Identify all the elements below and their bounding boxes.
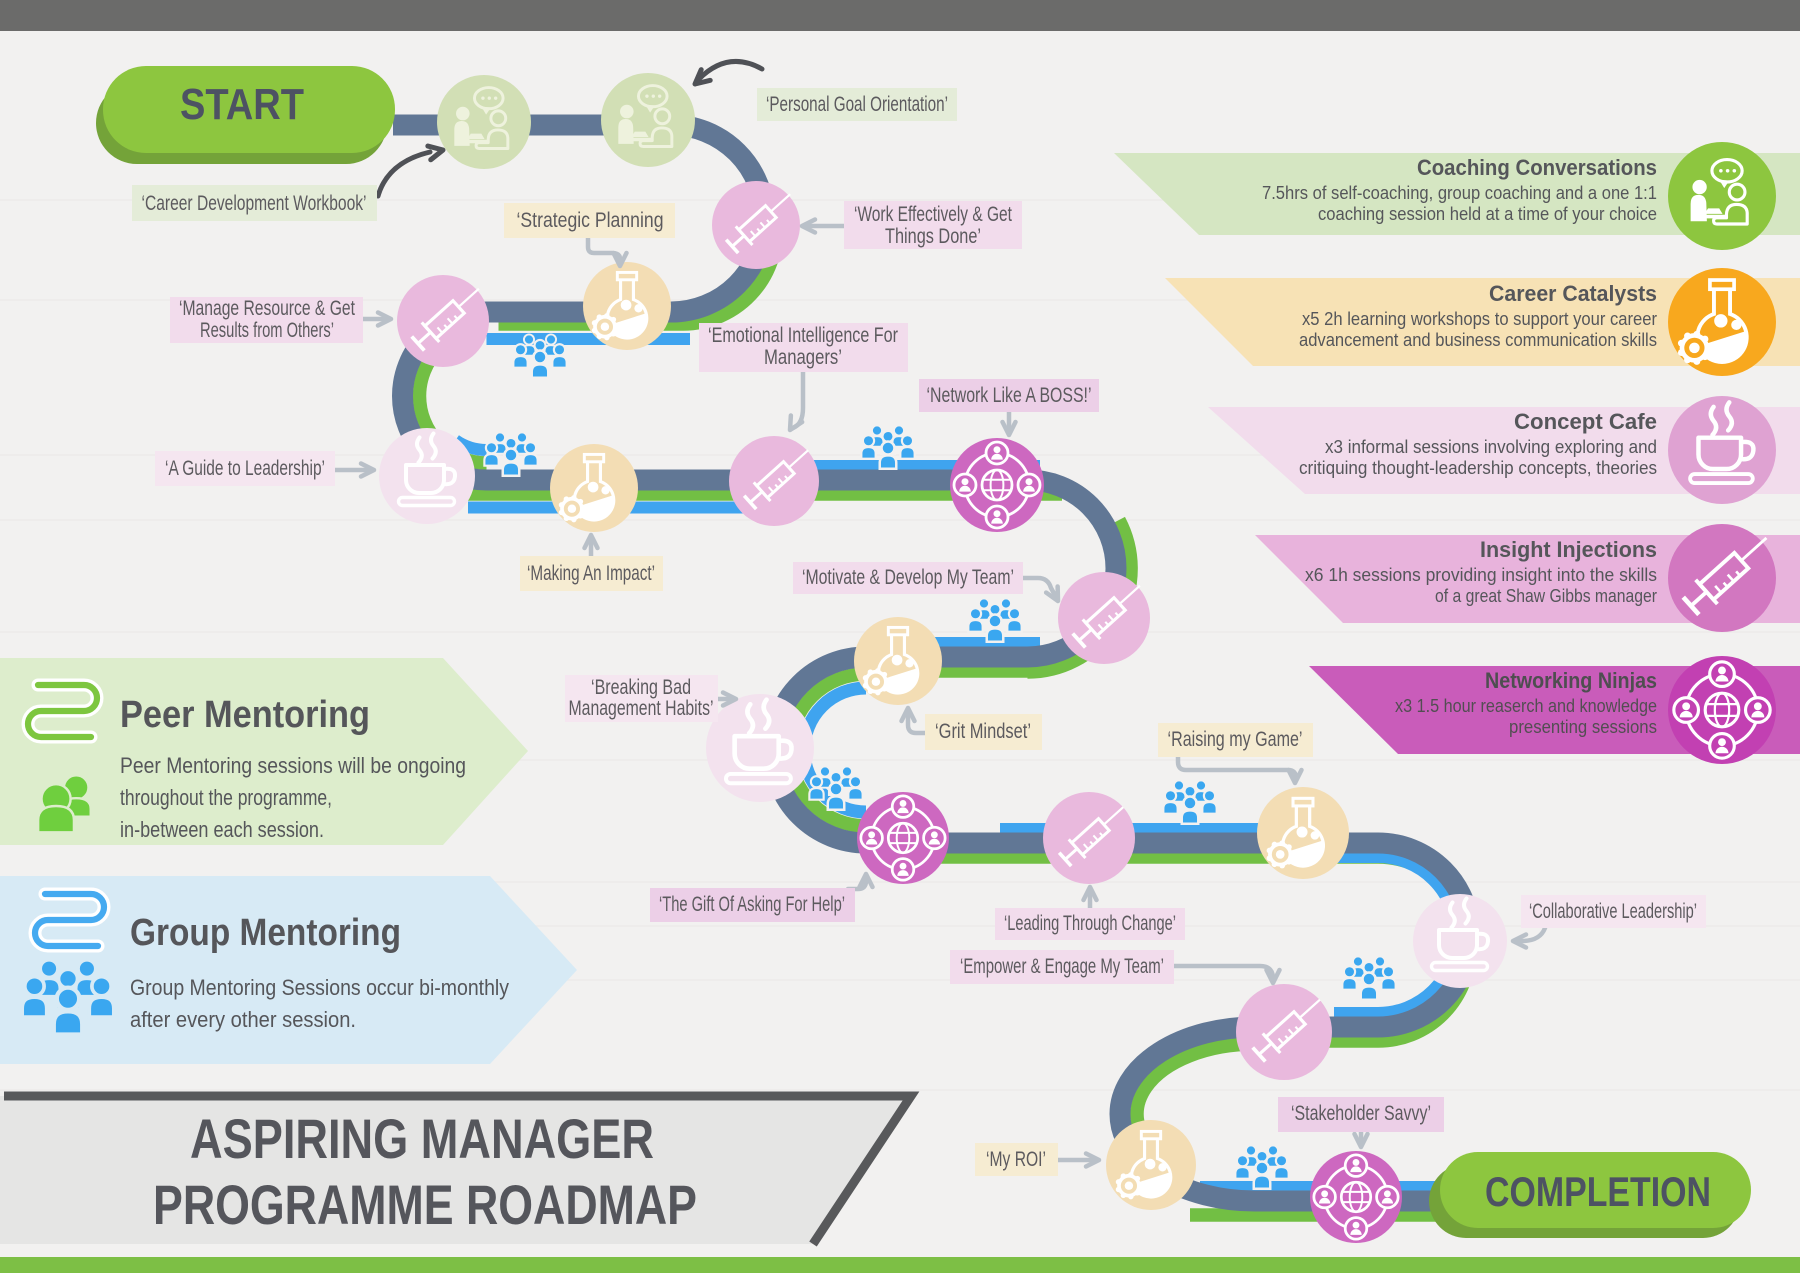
svg-text:x3 informal sessions involving: x3 informal sessions involving exploring… bbox=[1325, 437, 1657, 457]
svg-text:‘Making An Impact’: ‘Making An Impact’ bbox=[527, 562, 655, 585]
svg-text:‘Collaborative Leadership’: ‘Collaborative Leadership’ bbox=[1529, 900, 1697, 923]
svg-text:Results from Others’: Results from Others’ bbox=[200, 319, 334, 342]
svg-text:‘Network Like A BOSS!’: ‘Network Like A BOSS!’ bbox=[927, 384, 1092, 407]
svg-text:Insight Injections: Insight Injections bbox=[1480, 537, 1657, 562]
svg-text:x3 1.5 hour reaserch and knowl: x3 1.5 hour reaserch and knowledge bbox=[1395, 696, 1657, 716]
svg-text:‘My ROI’: ‘My ROI’ bbox=[986, 1148, 1046, 1171]
svg-text:‘Work Effectively & Get: ‘Work Effectively & Get bbox=[854, 203, 1012, 226]
svg-text:‘Grit Mindset’: ‘Grit Mindset’ bbox=[935, 720, 1031, 743]
svg-text:‘Raising my Game’: ‘Raising my Game’ bbox=[1168, 728, 1303, 751]
svg-text:ASPIRING MANAGER: ASPIRING MANAGER bbox=[190, 1107, 654, 1170]
svg-text:Group Mentoring: Group Mentoring bbox=[130, 912, 401, 954]
svg-text:Group Mentoring Sessions occur: Group Mentoring Sessions occur bi-monthl… bbox=[130, 975, 509, 1000]
svg-text:Career Catalysts: Career Catalysts bbox=[1489, 281, 1657, 306]
svg-text:Peer Mentoring: Peer Mentoring bbox=[120, 694, 370, 736]
svg-text:‘Career Development Workbook’: ‘Career Development Workbook’ bbox=[142, 192, 367, 215]
svg-text:critiquing thought-leadership: critiquing thought-leadership concepts, … bbox=[1299, 458, 1657, 478]
svg-text:Concept Cafe: Concept Cafe bbox=[1514, 409, 1657, 434]
svg-text:Networking Ninjas: Networking Ninjas bbox=[1485, 668, 1657, 693]
svg-text:‘Motivate & Develop My Team’: ‘Motivate & Develop My Team’ bbox=[802, 566, 1014, 589]
svg-text:of a great Shaw Gibbs manager: of a great Shaw Gibbs manager bbox=[1435, 586, 1657, 606]
svg-text:‘Empower & Engage My Team’: ‘Empower & Engage My Team’ bbox=[960, 955, 1164, 978]
svg-text:7.5hrs of self-coaching, group: 7.5hrs of self-coaching, group coaching … bbox=[1262, 183, 1657, 203]
svg-text:‘Stakeholder Savvy’: ‘Stakeholder Savvy’ bbox=[1291, 1102, 1431, 1125]
svg-text:‘Manage Resource & Get: ‘Manage Resource & Get bbox=[179, 297, 355, 320]
svg-text:Managers’: Managers’ bbox=[764, 346, 842, 369]
svg-text:‘Emotional Intelligence For: ‘Emotional Intelligence For bbox=[708, 324, 898, 347]
svg-text:Management Habits’: Management Habits’ bbox=[569, 697, 714, 720]
svg-text:Things Done’: Things Done’ bbox=[885, 225, 981, 248]
svg-text:x5 2h learning workshops to su: x5 2h learning workshops to support your… bbox=[1302, 309, 1657, 329]
svg-text:Coaching Conversations: Coaching Conversations bbox=[1417, 155, 1657, 180]
svg-text:‘A Guide to Leadership’: ‘A Guide to Leadership’ bbox=[165, 457, 325, 480]
svg-text:‘Breaking Bad: ‘Breaking Bad bbox=[591, 676, 691, 699]
svg-text:Peer Mentoring sessions will b: Peer Mentoring sessions will be ongoing bbox=[120, 753, 466, 778]
svg-text:x6 1h sessions providing insig: x6 1h sessions providing insight into th… bbox=[1305, 565, 1657, 585]
svg-text:‘The Gift Of Asking For Help’: ‘The Gift Of Asking For Help’ bbox=[659, 893, 845, 916]
svg-text:START: START bbox=[180, 80, 304, 129]
svg-text:PROGRAMME ROADMAP: PROGRAMME ROADMAP bbox=[153, 1173, 697, 1236]
svg-text:‘Strategic Planning: ‘Strategic Planning bbox=[517, 209, 664, 232]
svg-text:in-between each session.: in-between each session. bbox=[120, 817, 324, 842]
svg-text:throughout the programme,: throughout the programme, bbox=[120, 785, 332, 810]
svg-text:‘Leading Through Change’: ‘Leading Through Change’ bbox=[1004, 912, 1176, 935]
svg-text:coaching session held at a tim: coaching session held at a time of your … bbox=[1318, 204, 1657, 224]
svg-text:after every other session.: after every other session. bbox=[130, 1007, 356, 1032]
svg-text:advancement and business commu: advancement and business communication s… bbox=[1299, 330, 1657, 350]
svg-text:COMPLETION: COMPLETION bbox=[1485, 1168, 1711, 1215]
svg-text:‘Personal Goal Orientation’: ‘Personal Goal Orientation’ bbox=[766, 93, 948, 116]
svg-text:presenting sessions: presenting sessions bbox=[1509, 717, 1657, 737]
